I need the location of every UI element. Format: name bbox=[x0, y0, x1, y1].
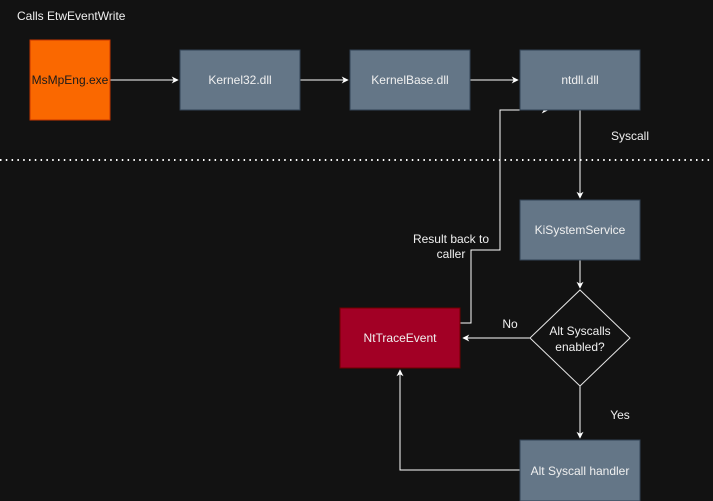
node-alt-syscall-handler[interactable]: Alt Syscall handler bbox=[519, 439, 641, 501]
node-ntdll-label: ntdll.dll bbox=[561, 73, 598, 87]
edge-handler-to-nttraceevent bbox=[396, 369, 520, 471]
node-msmpeng-label: MsMpEng.exe bbox=[32, 73, 109, 87]
edge-result-back-to-ntdll bbox=[460, 106, 549, 324]
node-ntdll[interactable]: ntdll.dll bbox=[519, 49, 641, 111]
decision-label-line1: Alt Syscalls bbox=[549, 324, 610, 338]
edge-label-yes: Yes bbox=[610, 408, 630, 422]
edge-label-result-line1: Result back to bbox=[413, 232, 489, 246]
node-kernelbase-label: KernelBase.dll bbox=[371, 73, 448, 87]
diagram-title: Calls EtwEventWrite bbox=[17, 9, 126, 23]
node-alt-syscall-handler-label: Alt Syscall handler bbox=[531, 464, 630, 478]
decision-label-line2: enabled? bbox=[555, 340, 605, 354]
node-nttraceevent[interactable]: NtTraceEvent bbox=[339, 307, 461, 369]
node-kernel32[interactable]: Kernel32.dll bbox=[179, 49, 301, 111]
node-kisystemservice[interactable]: KiSystemService bbox=[519, 199, 641, 261]
edge-label-syscall: Syscall bbox=[611, 129, 649, 143]
node-kernelbase[interactable]: KernelBase.dll bbox=[349, 49, 471, 111]
node-alt-syscalls-decision[interactable]: Alt Syscalls enabled? bbox=[529, 289, 631, 387]
edge-label-no: No bbox=[502, 317, 518, 331]
node-kernel32-label: Kernel32.dll bbox=[208, 73, 271, 87]
edge-label-result-line2: caller bbox=[437, 247, 466, 261]
node-nttraceevent-label: NtTraceEvent bbox=[364, 331, 438, 345]
node-msmpeng[interactable]: MsMpEng.exe bbox=[29, 39, 111, 121]
node-kisystemservice-label: KiSystemService bbox=[535, 223, 626, 237]
